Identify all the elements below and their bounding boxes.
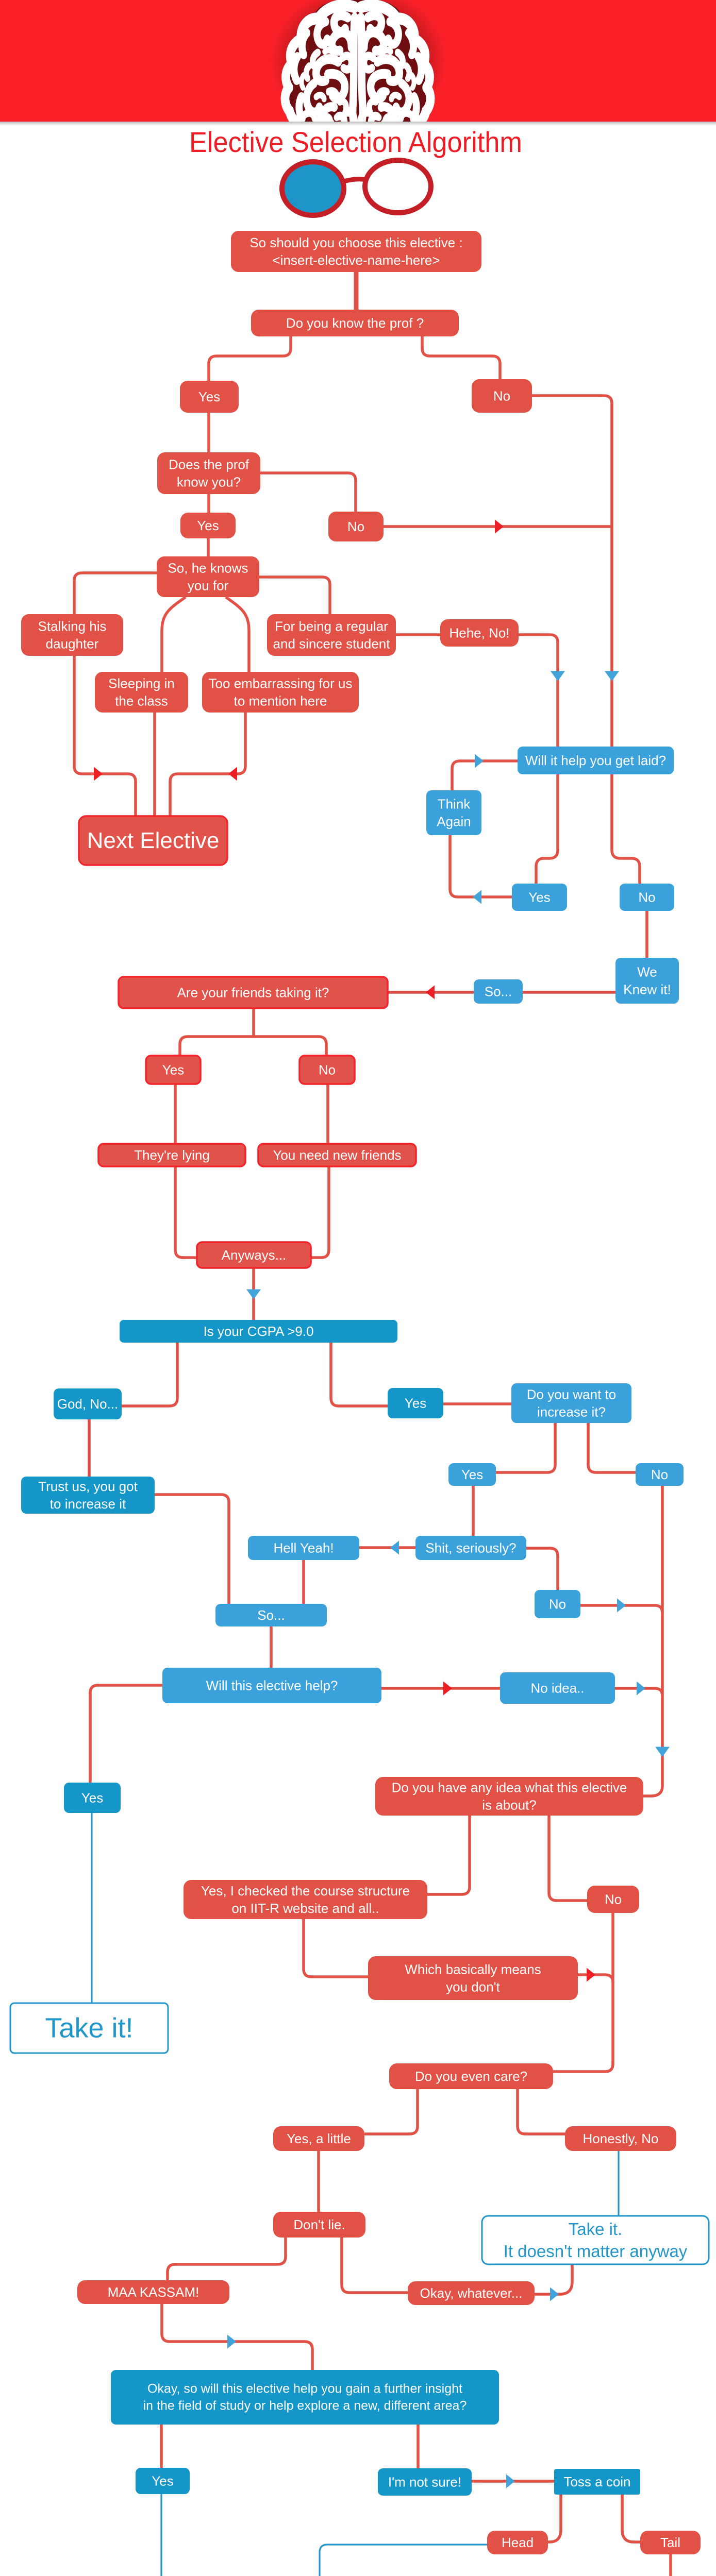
svg-text:Okay, so will this elective he: Okay, so will this elective help you gai… [147, 2382, 462, 2396]
svg-text:Take it.: Take it. [569, 2219, 623, 2239]
svg-text:know you?: know you? [177, 474, 241, 490]
svg-text:Sleeping in: Sleeping in [108, 676, 175, 691]
svg-text:No: No [651, 1467, 668, 1482]
svg-text:Elective Selection Algorithm: Elective Selection Algorithm [189, 126, 522, 158]
svg-text:No: No [638, 890, 655, 905]
svg-text:Does the prof: Does the prof [169, 457, 249, 472]
svg-text:Stalking his: Stalking his [38, 619, 107, 634]
svg-text:Next Elective: Next Elective [87, 828, 220, 853]
svg-text:Yes: Yes [81, 1790, 103, 1806]
svg-text:Take it!: Take it! [45, 2013, 133, 2044]
svg-text:No: No [347, 519, 364, 534]
svg-text:Yes: Yes [461, 1467, 483, 1482]
svg-text:No: No [549, 1597, 566, 1612]
svg-text:You need new friends: You need new friends [273, 1147, 401, 1163]
svg-text:Think: Think [438, 796, 471, 812]
svg-text:on IIT-R website and all..: on IIT-R website and all.. [231, 1901, 379, 1916]
svg-text:Head: Head [502, 2535, 534, 2550]
svg-text:No: No [493, 388, 510, 404]
svg-text:Too embarrassing for us: Too embarrassing for us [209, 676, 353, 691]
svg-text:and sincere student: and sincere student [273, 636, 391, 652]
svg-text:is about?: is about? [482, 1798, 537, 1813]
svg-text:Yes: Yes [152, 2473, 173, 2489]
svg-text:Yes: Yes [528, 890, 550, 905]
svg-text:Yes, I checked the course stru: Yes, I checked the course structure [201, 1883, 410, 1899]
svg-text:For being a regular: For being a regular [275, 619, 388, 634]
svg-text:to increase it: to increase it [50, 1496, 126, 1512]
svg-text:to mention here: to mention here [234, 693, 327, 709]
svg-text:Yes: Yes [162, 1062, 184, 1078]
svg-text:So...: So... [257, 1607, 285, 1623]
svg-text:Yes: Yes [405, 1396, 426, 1411]
svg-text:It doesn't matter anyway: It doesn't matter anyway [504, 2242, 688, 2261]
svg-text:Tail: Tail [660, 2535, 680, 2550]
svg-text:Is your CGPA >9.0: Is your CGPA >9.0 [203, 1324, 313, 1339]
svg-text:God, No...: God, No... [57, 1396, 119, 1412]
svg-text:No: No [605, 1892, 622, 1907]
svg-text:Do you even care?: Do you even care? [415, 2069, 527, 2084]
svg-text:Do you want to: Do you want to [527, 1387, 616, 1402]
svg-text:Do you have any idea what this: Do you have any idea what this elective [392, 1780, 627, 1795]
svg-text:<insert-elective-name-here>: <insert-elective-name-here> [272, 252, 440, 268]
svg-text:Again: Again [437, 814, 471, 829]
svg-text:Will it help you get laid?: Will it help you get laid? [525, 753, 666, 768]
svg-text:I'm not sure!: I'm not sure! [388, 2475, 461, 2490]
svg-text:Shit, seriously?: Shit, seriously? [425, 1540, 516, 1556]
svg-text:Anyways...: Anyways... [222, 1247, 287, 1263]
svg-text:Are your friends taking it?: Are your friends taking it? [177, 985, 329, 1001]
svg-text:you for: you for [188, 578, 229, 594]
svg-text:Yes: Yes [198, 389, 220, 404]
svg-text:the class: the class [115, 693, 168, 709]
svg-text:Do you know the prof ?: Do you know the prof ? [286, 315, 424, 331]
svg-text:They're lying: They're lying [134, 1147, 210, 1163]
svg-text:Okay, whatever...: Okay, whatever... [420, 2285, 523, 2301]
svg-text:So, he knows: So, he knows [168, 561, 248, 576]
svg-text:Honestly, No: Honestly, No [583, 2131, 659, 2146]
svg-text:So should you choose this elec: So should you choose this elective : [249, 235, 462, 250]
svg-text:daughter: daughter [46, 636, 99, 652]
svg-text:Knew it!: Knew it! [623, 982, 671, 997]
svg-text:Yes, a little: Yes, a little [287, 2131, 351, 2146]
svg-text:Hell Yeah!: Hell Yeah! [273, 1540, 334, 1556]
svg-text:Don't lie.: Don't lie. [293, 2217, 345, 2232]
svg-text:Yes: Yes [197, 518, 219, 533]
svg-text:Trust us, you got: Trust us, you got [38, 1479, 138, 1494]
svg-text:Toss a coin: Toss a coin [563, 2474, 630, 2489]
svg-text:increase it?: increase it? [537, 1404, 606, 1420]
svg-text:Hehe, No!: Hehe, No! [449, 625, 509, 641]
svg-text:No: No [319, 1062, 336, 1078]
svg-text:you don't: you don't [446, 1979, 500, 1995]
svg-text:No idea..: No idea.. [530, 1681, 584, 1696]
svg-text:MAA KASSAM!: MAA KASSAM! [108, 2284, 199, 2300]
svg-text:in the field of study or help: in the field of study or help explore a … [143, 2398, 467, 2413]
svg-text:So...: So... [485, 984, 512, 999]
svg-text:We: We [637, 964, 657, 980]
svg-text:Will this elective help?: Will this elective help? [206, 1678, 338, 1693]
svg-text:Which basically means: Which basically means [405, 1962, 541, 1977]
